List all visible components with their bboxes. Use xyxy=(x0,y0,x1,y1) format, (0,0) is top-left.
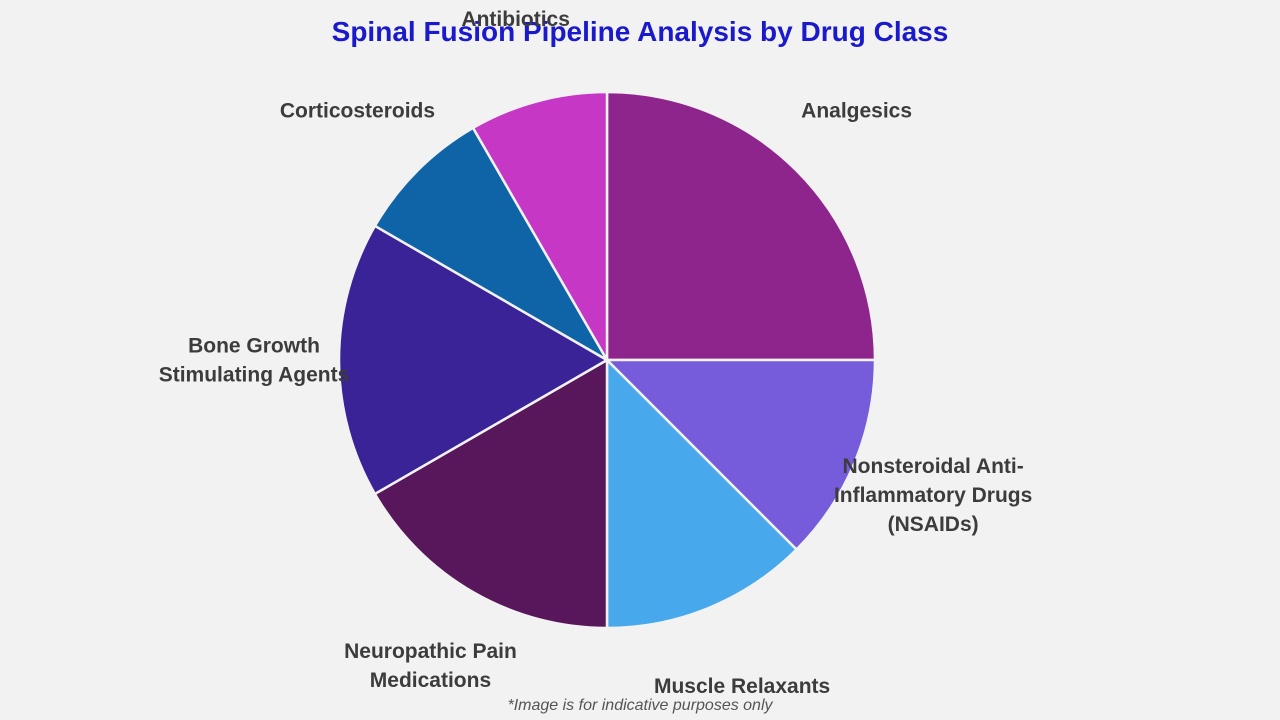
pie-label-antibiotics: Antibiotics xyxy=(461,8,570,31)
chart-title: Spinal Fusion Pipeline Analysis by Drug … xyxy=(331,16,949,47)
pie-label-muscle-relaxants: Muscle Relaxants xyxy=(654,675,830,698)
pie-label-line: Bone Growth xyxy=(188,334,320,357)
pie-slice-bone-growth-stimulating-agents[interactable] xyxy=(337,224,609,496)
pie-slice-corticosteroids[interactable] xyxy=(373,126,609,362)
pie-label-analgesics: Analgesics xyxy=(801,99,912,122)
pie-label-corticosteroids: Corticosteroids xyxy=(280,99,435,122)
pie-slice-analgesics[interactable] xyxy=(605,90,877,362)
pie-label-line: Corticosteroids xyxy=(280,99,435,122)
pie-label-line: Medications xyxy=(370,669,491,692)
footnote: *Image is for indicative purposes only xyxy=(507,697,773,714)
pie-label-line: Nonsteroidal Anti- xyxy=(843,455,1024,478)
pie-slices xyxy=(337,90,877,630)
pie-slice-neuropathic-pain-medications[interactable] xyxy=(373,358,609,630)
pie-label-line: Antibiotics xyxy=(461,8,570,31)
pie-label-line: Muscle Relaxants xyxy=(654,675,830,698)
pie-label-line: Analgesics xyxy=(801,99,912,122)
pie-label-line: (NSAIDs) xyxy=(888,513,979,536)
pie-slice-muscle-relaxants[interactable] xyxy=(605,358,798,630)
pie-label-line: Inflammatory Drugs xyxy=(834,484,1032,507)
pie-slice-nonsteroidal-anti-inflammatory-drugs-nsaids[interactable] xyxy=(605,358,877,551)
pie-label-line: Stimulating Agents xyxy=(159,363,350,386)
pie-label-nonsteroidal-anti-inflammatory-drugs-nsaids: Nonsteroidal Anti- Inflammatory Drugs (NSA… xyxy=(834,455,1032,536)
pie-slice-antibiotics[interactable] xyxy=(471,90,609,362)
pie-label-line: Neuropathic Pain xyxy=(344,640,517,663)
